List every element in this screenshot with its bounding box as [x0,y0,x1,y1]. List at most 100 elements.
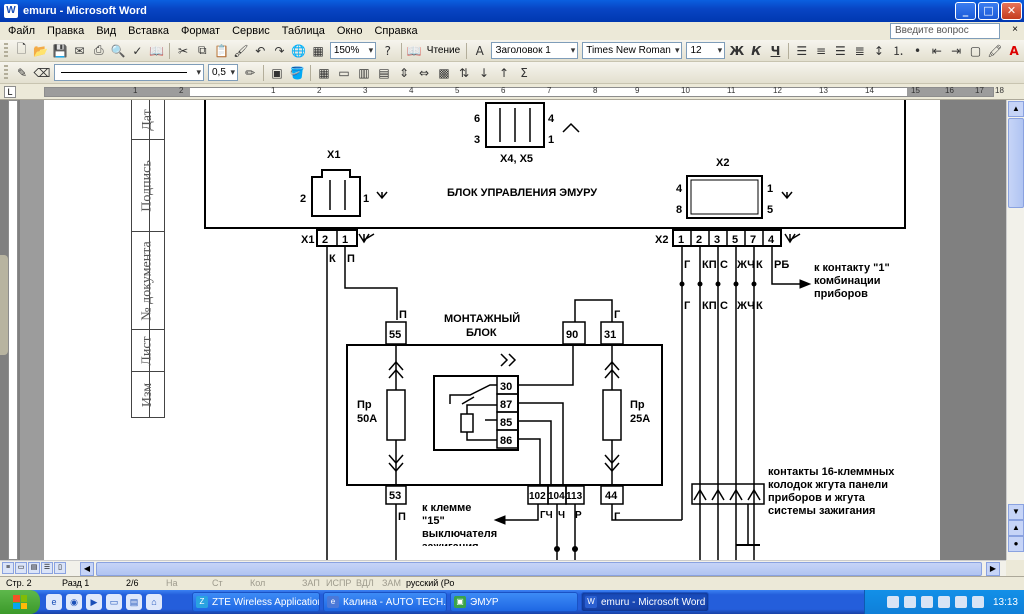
web-view-icon[interactable]: ▭ [15,562,27,574]
folder-icon[interactable]: ▤ [126,594,142,610]
taskbar-item-zte[interactable]: Z ZTE Wireless Application [192,592,320,612]
status-record[interactable]: ЗАП [302,578,320,588]
autosum-icon[interactable]: Σ [520,65,528,80]
open-folder-icon[interactable]: 📂 [33,43,49,58]
menu-help[interactable]: Справка [374,25,418,37]
show-desktop-icon[interactable]: ▭ [106,594,122,610]
table-icon[interactable]: ▦ [312,43,324,58]
bullets-icon[interactable]: • [914,43,922,58]
permission-icon[interactable]: ✉ [74,43,85,58]
font-color-icon[interactable]: A [1009,43,1019,58]
border-icon[interactable]: ▢ [969,43,982,58]
media-player-icon[interactable]: ▶ [86,594,102,610]
highlight-icon[interactable]: 🖍 [987,43,1003,58]
reading-icon[interactable]: 📖 [406,43,422,58]
merge-cells-icon[interactable]: ▭ [338,65,350,80]
tray-app-icon[interactable] [886,596,899,608]
font-select[interactable]: Times New Roman [582,42,683,59]
redo-icon[interactable]: ↷ [274,43,285,58]
browse-object-icon[interactable]: ● [1008,536,1024,552]
taskbar-item-emur[interactable]: ▣ ЭМУР [450,592,578,612]
insert-table-icon[interactable]: ▦ [318,65,330,80]
print-icon[interactable]: ⎙ [93,43,104,57]
outline-view-icon[interactable]: ☰ [41,562,53,574]
print-layout-icon[interactable]: ▤ [28,562,40,574]
justify-icon[interactable]: ≣ [854,43,865,58]
vertical-scroll-thumb[interactable] [1008,118,1024,208]
new-document-icon[interactable]: 🗋 [16,42,27,56]
scroll-left-icon[interactable]: ◀ [80,562,94,576]
border-color-icon[interactable]: ✏ [244,65,256,80]
side-panel-handle[interactable] [0,255,8,355]
ruler-track[interactable]: 1 2 1 2 3 4 5 6 7 8 9 10 11 12 13 14 15 … [44,86,1004,97]
scroll-down-icon[interactable]: ▼ [1008,504,1024,520]
horizontal-ruler[interactable]: L 1 2 1 2 3 4 5 6 7 8 9 10 11 12 13 14 1… [0,84,1024,100]
menu-tools[interactable]: Сервис [232,25,270,37]
eraser-icon[interactable]: ⌫ [33,65,51,80]
paste-icon[interactable]: 📋 [214,43,230,58]
save-icon[interactable]: 💾 [52,43,68,58]
italic-button[interactable]: К [751,43,762,58]
minimize-button[interactable]: _ [955,2,976,20]
text-direction-icon[interactable]: ⇅ [458,65,470,80]
menu-table[interactable]: Таблица [281,25,325,37]
reading-view-icon[interactable]: ▯ [54,562,66,574]
tray-app-icon[interactable] [920,596,933,608]
format-painter-icon[interactable]: 🖌 [233,43,249,58]
menu-file[interactable]: Файл [8,25,36,37]
language-icon[interactable] [971,596,984,608]
firefox-icon[interactable]: ◉ [66,594,82,610]
bold-button[interactable]: Ж [729,43,745,58]
decrease-indent-icon[interactable]: ⇤ [931,43,942,58]
internet-explorer-icon[interactable]: e [46,594,62,610]
styles-icon[interactable]: A [475,43,484,58]
align-right-icon[interactable]: ☰ [834,43,846,58]
help-icon[interactable]: ? [384,43,392,58]
menu-format[interactable]: Формат [181,25,221,37]
shading-color-icon[interactable]: 🪣 [289,65,305,80]
research-icon[interactable]: 📖 [149,43,165,58]
vertical-scrollbar[interactable]: ▲ ▼ ▲ ● [1006,100,1024,560]
copy-icon[interactable]: ⧉ [197,43,207,57]
align-center-icon[interactable]: ≡ [815,43,827,58]
hyperlink-icon[interactable]: 🌐 [291,43,307,58]
start-button[interactable] [0,590,40,614]
tray-app-icon[interactable] [903,596,916,608]
maximize-button[interactable]: □ [978,2,999,20]
style-select[interactable]: Заголовок 1 [491,42,579,59]
status-extend[interactable]: ВДЛ [356,578,374,588]
sort-descending-icon[interactable]: ↑ [498,65,510,80]
increase-indent-icon[interactable]: ⇥ [951,43,962,58]
scroll-up-icon[interactable]: ▲ [1008,101,1024,117]
autoformat-icon[interactable]: ▩ [438,65,450,80]
volume-icon[interactable] [937,596,950,608]
distribute-columns-icon[interactable]: ⇔ [418,65,430,80]
menu-insert[interactable]: Вставка [128,25,170,37]
line-width-select[interactable]: 0,5 [208,64,238,81]
taskbar-item-kalina[interactable]: e Калина - AUTO TECH... [323,592,447,612]
vertical-ruler[interactable] [8,100,18,560]
menu-window[interactable]: Окно [336,25,363,37]
distribute-rows-icon[interactable]: ⇕ [398,65,410,80]
previous-page-icon[interactable]: ▲ [1008,520,1024,536]
menu-view[interactable]: Вид [96,25,117,37]
draw-table-icon[interactable]: ✎ [16,65,28,80]
close-button[interactable]: ✕ [1001,2,1022,20]
toolbar-grip[interactable] [4,64,8,81]
reading-mode-button[interactable]: Чтение [426,45,461,56]
close-document-icon[interactable]: × [1012,24,1018,35]
status-track-changes[interactable]: ИСПР [326,578,352,588]
zoom-select[interactable]: 150% [329,42,377,59]
document-page[interactable] [44,100,940,560]
split-cells-icon[interactable]: ▥ [358,65,370,80]
print-preview-icon[interactable]: 🔍 [110,43,126,58]
outside-border-icon[interactable]: ▣ [271,65,283,80]
toolbar-grip[interactable] [4,42,8,59]
align-left-icon[interactable]: ☰ [796,43,808,58]
horizontal-scrollbar[interactable]: ≡ ▭ ▤ ☰ ▯ ◀ ▶ [0,560,1006,576]
sort-ascending-icon[interactable]: ↓ [478,65,490,80]
tab-selector-icon[interactable]: L [4,86,16,98]
network-icon[interactable]: ⌂ [146,594,162,610]
scroll-right-icon[interactable]: ▶ [986,562,1000,576]
line-spacing-icon[interactable]: ↕ [873,43,884,58]
